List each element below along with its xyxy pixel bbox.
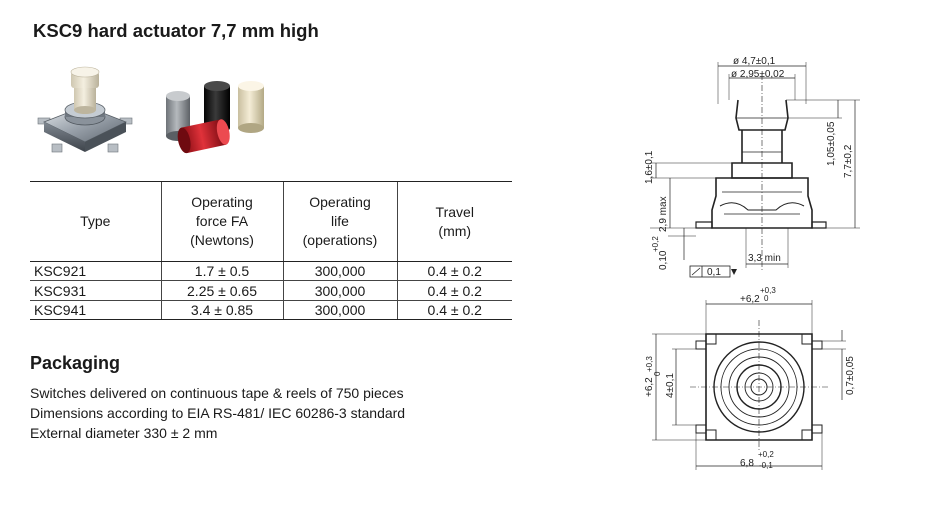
cell-force: 2.25 ± 0.65: [160, 280, 283, 301]
cell-force: 3.4 ± 0.85: [160, 300, 283, 321]
dim-flatness: 0,1: [707, 267, 721, 278]
dim-dia-outer: ø 4,7±0,1: [733, 56, 776, 67]
caps-photo: [166, 81, 264, 154]
packaging-line: Switches delivered on continuous tape & …: [30, 385, 404, 401]
cell-life: 300,000: [282, 261, 397, 282]
dim-body-height: 2,9 max: [658, 196, 669, 232]
table-row: KSC921 1.7 ± 0.5 300,000 0.4 ± 0.2: [30, 261, 512, 282]
page-title: KSC9 hard actuator 7,7 mm high: [33, 20, 319, 41]
dim-width-min: 3,3 min: [748, 253, 781, 264]
packaging-text: Switches delivered on continuous tape & …: [30, 383, 405, 443]
switch-photo: [37, 66, 133, 153]
cell-life: 300,000: [282, 280, 397, 301]
cell-type: KSC921: [30, 261, 161, 282]
table-header-row: Type Operating force FA (Newtons) Operat…: [30, 181, 512, 262]
cell-type: KSC941: [30, 300, 161, 321]
specs-table: Type Operating force FA (Newtons) Operat…: [30, 181, 512, 321]
dim-offset-base: 0,10: [658, 250, 669, 270]
packaging-line: External diameter 330 ± 2 mm: [30, 425, 218, 441]
dim-offset-plus: +0,2: [651, 236, 660, 252]
dim-width-zero: 0: [764, 294, 769, 303]
dim-overall-tol: +0,2: [758, 450, 774, 459]
dim-dia-inner: ø 2,95±0,02: [731, 69, 785, 80]
dim-width-tol: +0,3: [760, 286, 776, 295]
dim-overall-minus: -0,1: [759, 461, 773, 470]
header-type: Type: [30, 181, 161, 262]
dim-height-zero: 0: [653, 371, 662, 376]
dim-terminal-width: 0,7±0,05: [845, 356, 856, 395]
dim-cap-height: 1,05±0,05: [826, 121, 837, 166]
dim-max-height: 1,6±0,1: [644, 150, 655, 184]
dim-overall-base: 6,8: [740, 458, 754, 469]
dim-width-base: +6,2: [740, 294, 760, 305]
cell-travel: 0.4 ± 0.2: [396, 261, 512, 282]
packaging-heading: Packaging: [30, 353, 121, 373]
top-view-outline: [690, 320, 830, 452]
cell-type: KSC931: [30, 280, 161, 301]
dim-inner-width: 4±0,1: [665, 373, 676, 398]
cell-force: 1.7 ± 0.5: [160, 261, 283, 282]
table-row: KSC931 2.25 ± 0.65 300,000 0.4 ± 0.2: [30, 280, 512, 301]
cell-travel: 0.4 ± 0.2: [396, 280, 512, 301]
header-travel: Travel (mm): [396, 181, 512, 262]
cell-life: 300,000: [282, 300, 397, 321]
dim-height-base: +6,2: [644, 377, 655, 397]
dim-total-height: 7,7±0,2: [843, 144, 854, 178]
header-force: Operating force FA (Newtons): [160, 181, 283, 262]
side-view-outline: [695, 74, 827, 270]
table-row: KSC941 3.4 ± 0.85 300,000 0.4 ± 0.2: [30, 300, 512, 321]
header-life: Operating life (operations): [282, 181, 397, 262]
cell-travel: 0.4 ± 0.2: [396, 300, 512, 321]
dim-height-tol: +0,3: [645, 356, 654, 372]
packaging-line: Dimensions according to EIA RS-481/ IEC …: [30, 405, 406, 421]
